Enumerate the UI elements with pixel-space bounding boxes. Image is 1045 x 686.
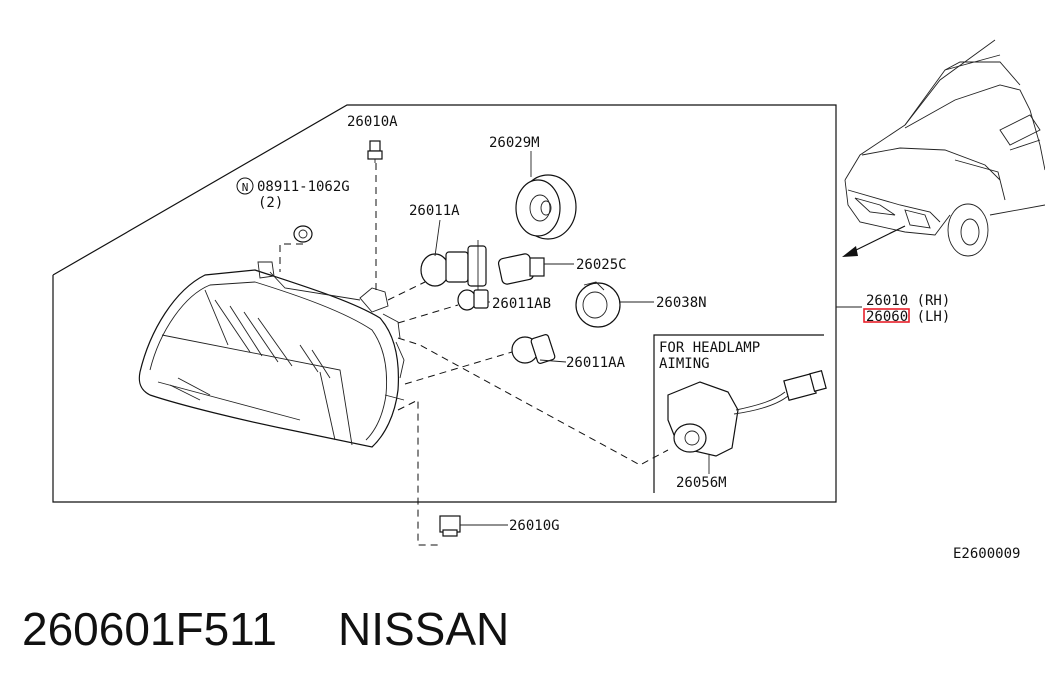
- label-aiming-line1: FOR HEADLAMP: [659, 340, 760, 356]
- label-26010A: 26010A: [347, 114, 398, 130]
- label-26010G: 26010G: [509, 518, 560, 534]
- screw-26010A: [367, 140, 383, 163]
- diagram-frame: [52, 104, 837, 503]
- part-number: 260601F511: [22, 603, 277, 655]
- brand-name: NISSAN: [338, 603, 509, 655]
- label-lh-part: 26060 (LH): [866, 309, 950, 325]
- label-26025C: 26025C: [576, 257, 627, 273]
- bulb-26011AB: [457, 289, 489, 311]
- label-08911-qty: (2): [258, 195, 283, 211]
- socket-26025C: [497, 253, 545, 285]
- socket-26038N: [575, 281, 621, 328]
- label-26029M: 26029M: [489, 135, 540, 151]
- label-26011AA: 26011AA: [566, 355, 626, 371]
- label-26038N: 26038N: [656, 295, 707, 311]
- nut-08911-1062G: [293, 225, 313, 243]
- label-rh-part: 26010 (RH): [866, 293, 950, 309]
- label-aiming-line2: AIMING: [659, 356, 710, 372]
- arrow-head: [842, 246, 858, 257]
- label-08911-1062G: 08911-1062G: [257, 179, 350, 195]
- label-26056M: 26056M: [676, 475, 727, 491]
- vehicle-sketch: [844, 39, 1045, 257]
- aiming-subbox: [653, 334, 824, 493]
- lh-part-highlight: [863, 308, 910, 323]
- label-26011A: 26011A: [409, 203, 460, 219]
- diagram-code: E2600009: [953, 546, 1020, 562]
- label-26011AB: 26011AB: [492, 296, 551, 312]
- aiming-motor-26056M: [667, 370, 827, 457]
- nut-symbol: N: [242, 181, 249, 194]
- clip-26010G: [439, 515, 461, 537]
- bulb-26011AA: [511, 334, 556, 364]
- cap-26029M: [515, 174, 577, 240]
- headlamp-assembly: [138, 261, 405, 448]
- bulb-26011A: [420, 240, 487, 292]
